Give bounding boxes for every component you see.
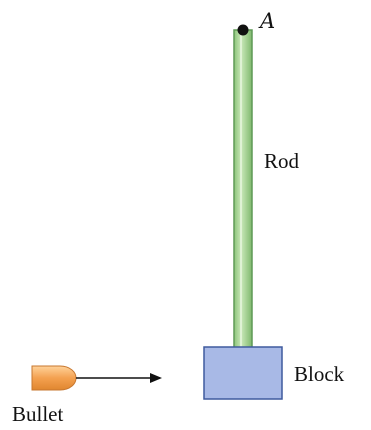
bullet	[31, 365, 77, 391]
pivot-label: A	[258, 9, 275, 33]
block-label: Block	[294, 362, 345, 386]
rod	[233, 29, 253, 351]
block	[203, 346, 283, 400]
bullet-label: Bullet	[12, 402, 63, 426]
rod-label: Rod	[264, 149, 300, 173]
pivot-point-dot	[237, 24, 249, 36]
